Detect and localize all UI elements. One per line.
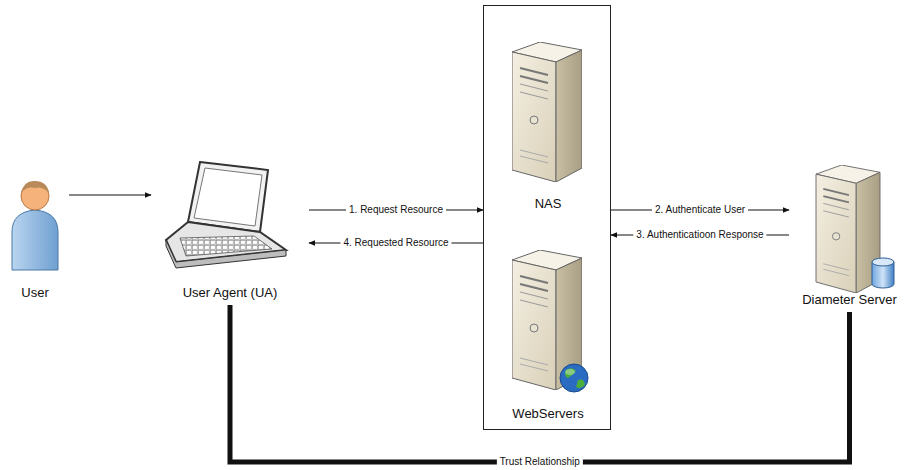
nas-server-icon bbox=[512, 42, 582, 182]
client-node: User Agent (UA) bbox=[151, 155, 309, 301]
web-server-icon bbox=[512, 250, 582, 390]
database-cylinder bbox=[872, 258, 894, 288]
node-label: User bbox=[1, 285, 69, 301]
node-label: NAS bbox=[490, 196, 606, 212]
message-arrow bbox=[69, 195, 151, 196]
edge-label: 1. Request Resource bbox=[346, 204, 446, 216]
server-node: WebServers bbox=[490, 246, 606, 422]
server-node: Diameter Server bbox=[789, 160, 910, 308]
globe-icon bbox=[560, 364, 588, 392]
user-figure bbox=[12, 181, 58, 270]
node-label: Diameter Server bbox=[789, 292, 910, 308]
diameter-server-icon bbox=[816, 165, 880, 293]
server-node: NAS bbox=[490, 36, 606, 212]
node-label: WebServers bbox=[490, 406, 606, 422]
actor-node: User bbox=[1, 185, 69, 301]
server-group-box: NAS WebServers bbox=[483, 5, 611, 430]
edge-label: 4. Requested Resource bbox=[340, 237, 451, 249]
edge-label: Trust Relationship bbox=[497, 456, 583, 468]
edge-label: 2. Authenticate User bbox=[652, 204, 748, 216]
trust-line bbox=[230, 305, 850, 462]
edge-label: 3. Authenticatioon Response bbox=[633, 229, 766, 241]
node-label: User Agent (UA) bbox=[151, 285, 309, 301]
laptop-icon bbox=[166, 162, 286, 268]
